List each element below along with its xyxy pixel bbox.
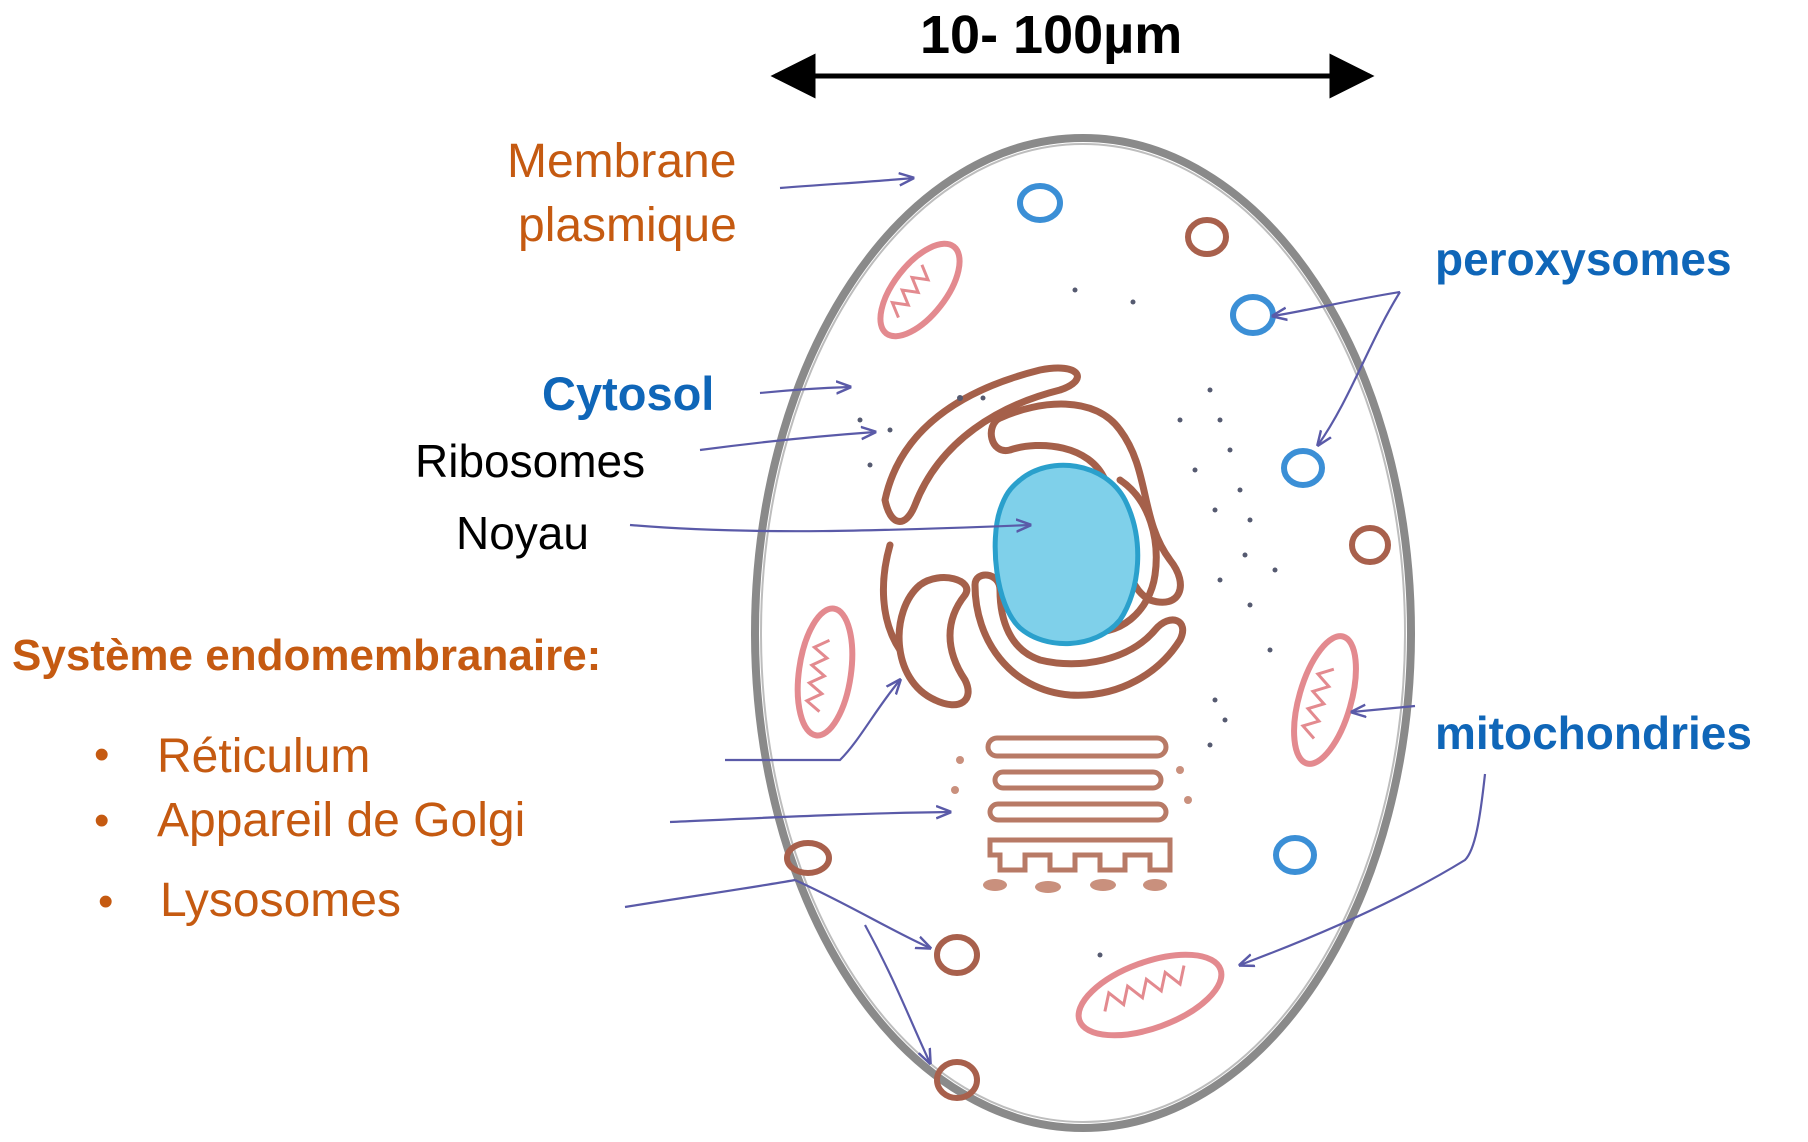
endo-item-golgi: Appareil de Golgi: [157, 797, 525, 845]
endo-bullet-2: •: [94, 799, 109, 843]
scale-label: 10- 100µm: [920, 8, 1182, 62]
mitochondries-label: mitochondries: [1435, 710, 1752, 756]
endo-bullet-3: •: [98, 880, 113, 924]
ribosomes-label: Ribosomes: [415, 438, 645, 484]
membrane-label-line1: Membrane: [507, 138, 736, 186]
membrane-label-line2: plasmique: [518, 202, 737, 250]
cytosol-label: Cytosol: [542, 370, 714, 417]
noyau-label: Noyau: [456, 510, 589, 556]
leader-membrane: [780, 178, 913, 188]
endo-item-reticulum: Réticulum: [157, 733, 370, 781]
endo-bullet-1: •: [94, 733, 109, 777]
endo-item-lysosomes: Lysosomes: [160, 877, 401, 925]
peroxysomes-label: peroxysomes: [1435, 236, 1732, 282]
endomembrane-title: Système endomembranaire:: [12, 634, 601, 678]
nucleus: [995, 465, 1138, 643]
leader-lysosomes: [625, 880, 795, 907]
